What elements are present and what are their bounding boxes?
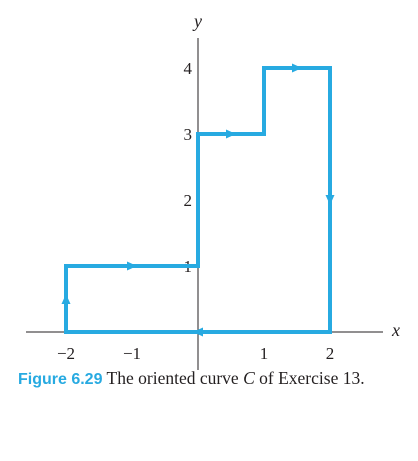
curve-direction-arrow <box>127 261 137 271</box>
y-tick-label: 2 <box>184 191 193 210</box>
figure-caption: Figure 6.29 The oriented curve C of Exer… <box>18 366 408 392</box>
oriented-curve-c <box>61 63 335 337</box>
axes: x y <box>26 11 400 370</box>
caption-text-start: The oriented curve <box>106 368 239 388</box>
curve-path <box>64 66 332 334</box>
caption-text-end: of Exercise 13. <box>259 368 365 388</box>
y-tick-label: 4 <box>184 59 193 78</box>
x-axis-label: x <box>391 320 400 340</box>
curve-direction-arrow <box>325 195 335 205</box>
x-tick-label: 2 <box>326 344 335 363</box>
figure-number-label: Figure 6.29 <box>18 371 103 388</box>
x-tick-label: −1 <box>123 344 141 363</box>
curve-direction-arrow <box>193 327 203 337</box>
curve-direction-arrow <box>226 129 236 139</box>
caption-curve-symbol: C <box>243 368 255 388</box>
x-tick-label: −2 <box>57 344 75 363</box>
curve-direction-arrow <box>292 63 302 73</box>
y-axis-label: y <box>192 11 202 31</box>
x-tick-labels: −2 −1 1 2 <box>57 344 334 363</box>
curve-direction-arrow <box>61 294 71 304</box>
x-tick-label: 1 <box>260 344 269 363</box>
y-tick-label: 3 <box>184 125 193 144</box>
figure-6-29-graph: x y −2 −1 1 2 1 2 3 4 <box>26 11 400 370</box>
